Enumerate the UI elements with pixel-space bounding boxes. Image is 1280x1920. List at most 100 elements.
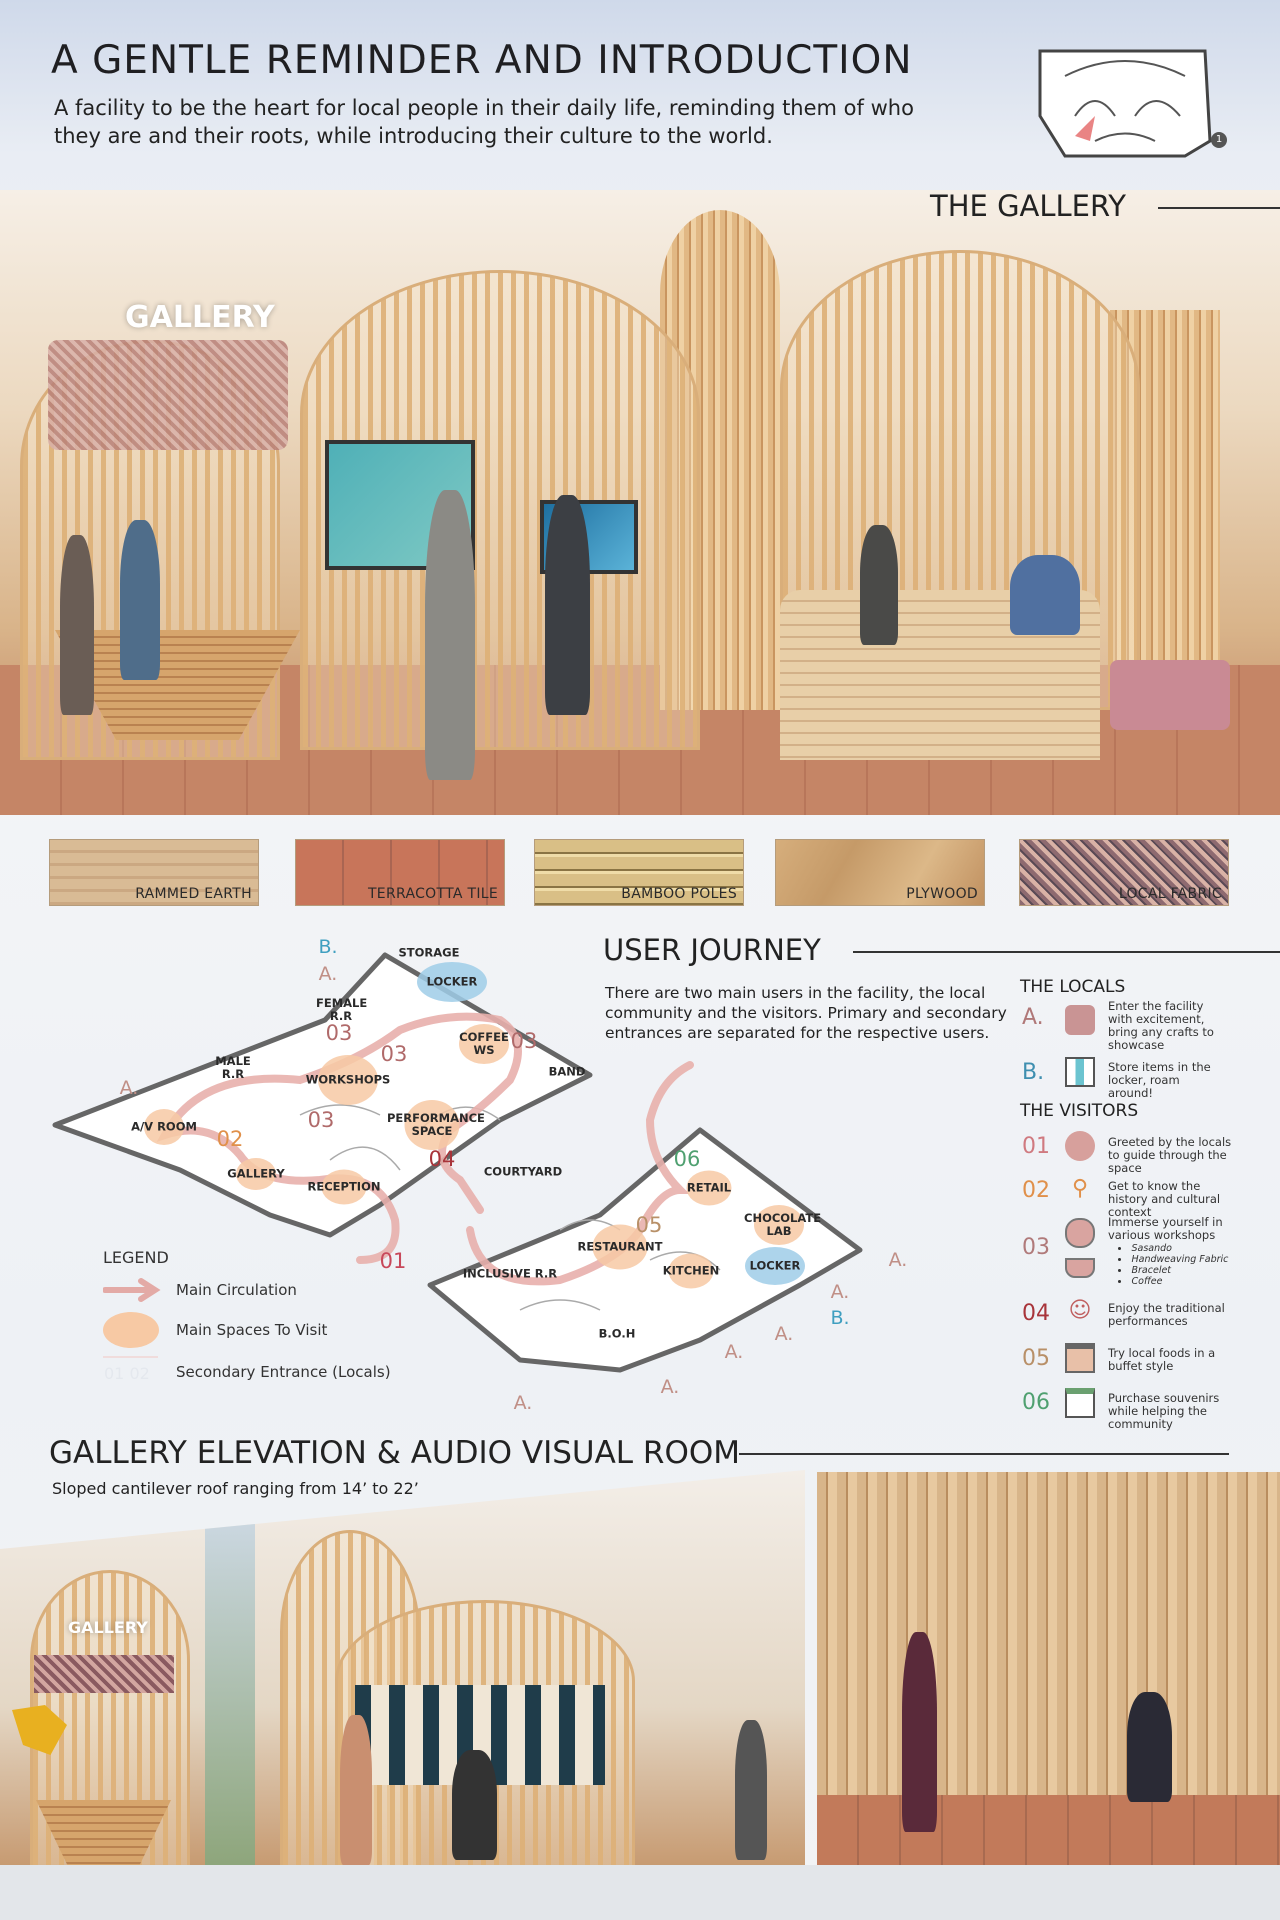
room-label: CHOCOLATE LAB xyxy=(744,1211,822,1238)
subtitle-line-2: they are and their roots, while introduc… xyxy=(54,124,773,148)
user-journey-description: There are two main users in the facility… xyxy=(605,984,1007,1042)
legend-item-main-circulation: Main Circulation xyxy=(176,1281,297,1299)
elevation-subtitle: Sloped cantilever roof ranging from 14’ … xyxy=(52,1479,419,1498)
visitor-text-06: Purchase souvenirs while helping the com… xyxy=(1108,1391,1220,1431)
workshop-list: Sasando Handweaving Fabric Bracelet Coff… xyxy=(1118,1243,1229,1287)
step-number: 01 xyxy=(379,1249,407,1273)
material-label: RAMMED EARTH xyxy=(135,886,252,902)
step-number: 04 xyxy=(428,1147,456,1171)
visitor-figure xyxy=(735,1720,767,1860)
bottom-margin-strip xyxy=(0,1865,1280,1920)
shopping-bag-icon xyxy=(1065,1388,1095,1418)
space-marker xyxy=(668,1253,714,1289)
visitor-step-01: 01 xyxy=(1022,1134,1050,1159)
visitor-text-01: Greeted by the locals to guide through t… xyxy=(1108,1135,1232,1175)
entrance-a-marker: A. xyxy=(318,963,338,985)
workshop-item: Bracelet xyxy=(1118,1265,1228,1276)
room-label: STORAGE xyxy=(398,945,460,960)
dancers-icon: ☺ xyxy=(1068,1298,1092,1323)
section-heading-user-journey: USER JOURNEY xyxy=(603,933,821,967)
visitors-heading: THE VISITORS xyxy=(1020,1101,1139,1121)
legend-faded-numbers: 01 02 xyxy=(104,1364,150,1383)
room-label: A/V ROOM xyxy=(131,1119,197,1134)
room-label: B.O.H xyxy=(598,1326,636,1341)
space-marker xyxy=(144,1109,184,1145)
main-circulation-arrow-icon xyxy=(103,1278,161,1302)
locker-zone xyxy=(745,1247,805,1285)
entrance-a-marker: A. xyxy=(724,1341,744,1363)
space-marker xyxy=(321,1169,367,1205)
material-swatch-terracotta: TERRACOTTA TILE xyxy=(295,839,505,906)
craft-roll-icon xyxy=(1065,1005,1095,1035)
visitor-step-02: 02 xyxy=(1022,1178,1050,1203)
space-marker xyxy=(686,1170,732,1206)
space-marker xyxy=(236,1158,276,1190)
room-label: KITCHEN xyxy=(662,1263,720,1278)
room-label: INCLUSIVE R.R xyxy=(462,1266,558,1281)
gallery-sign: GALLERY xyxy=(125,300,275,335)
visitor-step-06: 06 xyxy=(1022,1390,1050,1415)
material-label: PLYWOOD xyxy=(906,886,978,902)
step-number: 05 xyxy=(635,1213,663,1237)
gallery-elevation-render: GALLERY xyxy=(0,1470,805,1865)
ottoman xyxy=(1110,660,1230,730)
step-number: 03 xyxy=(380,1042,408,1066)
subtitle-line-1: A facility to be the heart for local peo… xyxy=(54,96,914,120)
step-number: 06 xyxy=(673,1147,701,1171)
fabric-banner xyxy=(34,1655,174,1693)
step-number: 03 xyxy=(307,1108,335,1132)
section-heading-gallery: THE GALLERY xyxy=(930,189,1127,223)
material-label: BAMBOO POLES xyxy=(621,886,737,902)
space-marker xyxy=(754,1205,804,1245)
room-label: MALE R.R xyxy=(215,1054,251,1081)
buffet-icon xyxy=(1065,1343,1095,1373)
map-pin-icon: ⚲ xyxy=(1071,1176,1089,1201)
visitor-figure xyxy=(860,525,898,645)
space-marker xyxy=(592,1224,648,1270)
material-swatch-plywood: PLYWOOD xyxy=(775,839,985,906)
locker-icon xyxy=(1065,1057,1095,1087)
space-marker xyxy=(318,1055,378,1105)
key-plan-badge: 1 xyxy=(1211,132,1227,148)
secondary-entrance-arrow-icon xyxy=(103,1356,158,1358)
key-plan-minimap xyxy=(1038,49,1212,158)
room-label: FEMALE R.R xyxy=(316,996,368,1023)
seated-visitor-figure xyxy=(1127,1692,1172,1802)
step-number: 03 xyxy=(510,1029,538,1053)
page-title: A GENTLE REMINDER AND INTRODUCTION xyxy=(51,38,913,83)
visitor-figure xyxy=(545,495,590,715)
room-label: RETAIL xyxy=(686,1180,732,1195)
visitor-text-04: Enjoy the traditional performances xyxy=(1108,1301,1225,1328)
room-label: GALLERY xyxy=(227,1166,285,1181)
workshop-item: Sasando xyxy=(1118,1243,1228,1254)
room-label: WORKSHOPS xyxy=(305,1072,391,1087)
entrance-a-marker: A. xyxy=(774,1323,794,1345)
heading-rule xyxy=(739,1453,1229,1455)
main-space-blob-icon xyxy=(103,1312,159,1348)
material-swatch-bamboo: BAMBOO POLES xyxy=(534,839,744,906)
terracotta-floor xyxy=(817,1795,1280,1865)
floor-plan-drawing xyxy=(52,952,863,1373)
visitor-figure xyxy=(60,535,94,715)
visitor-text-02: Get to know the history and cultural con… xyxy=(1108,1179,1221,1219)
legend-item-secondary-entrance: Secondary Entrance (Locals) xyxy=(176,1363,391,1381)
locals-key-a: A. xyxy=(1022,1005,1044,1030)
entrance-a-marker: A. xyxy=(513,1392,533,1414)
entrance-b-marker: B. xyxy=(318,936,338,958)
locals-text-b: Store items in the locker, roam around! xyxy=(1108,1060,1211,1100)
visitor-text-05: Try local foods in a buffet style xyxy=(1108,1346,1216,1373)
visitor-figure xyxy=(1010,555,1080,635)
visitor-figure xyxy=(425,490,475,780)
locals-heading: THE LOCALS xyxy=(1020,977,1126,997)
space-marker xyxy=(404,1100,460,1150)
sasando-icon xyxy=(1065,1218,1095,1248)
heading-rule xyxy=(1158,207,1280,209)
room-label: PERFORMANCE SPACE xyxy=(387,1111,485,1138)
gallery-render: GALLERY xyxy=(0,190,1280,815)
visitor-step-04: 04 xyxy=(1022,1301,1050,1326)
step-number: 02 xyxy=(216,1127,244,1151)
material-label: TERRACOTTA TILE xyxy=(367,886,498,902)
step-number: 03 xyxy=(325,1021,353,1045)
material-swatch-local-fabric: LOCAL FABRIC xyxy=(1019,839,1229,906)
visitor-step-05: 05 xyxy=(1022,1346,1050,1371)
